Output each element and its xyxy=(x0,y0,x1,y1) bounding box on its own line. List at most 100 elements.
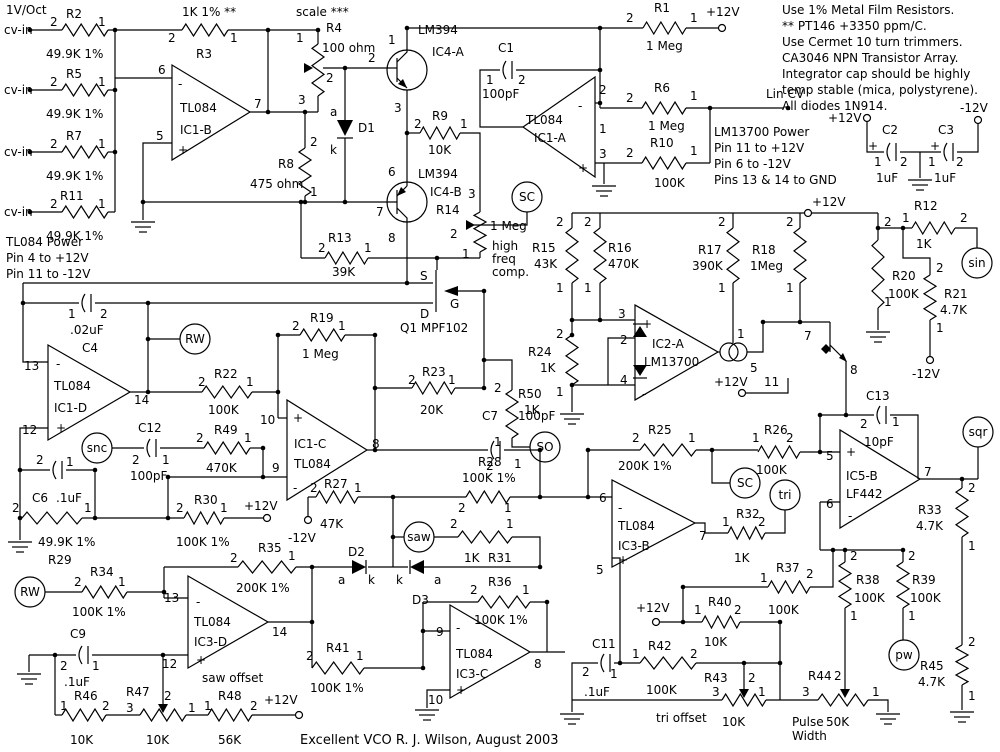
signal-sqr xyxy=(962,416,994,448)
r39-pin1: 1 xyxy=(908,609,916,623)
terminal-2 xyxy=(973,115,983,125)
resistor-R4 xyxy=(310,43,326,97)
ic5b-pin6: 6 xyxy=(826,497,834,511)
wire xyxy=(695,522,728,534)
r24-pin1: 1 xyxy=(556,385,564,399)
resistor-R50 xyxy=(504,389,520,439)
junction-dot-75 xyxy=(434,255,440,261)
junction-dot-37 xyxy=(92,515,98,521)
r47-pin2: 2 xyxy=(164,689,172,703)
r3-name: R3 xyxy=(196,47,212,61)
c2-pin2: 2 xyxy=(900,155,908,169)
resistor-R36 xyxy=(477,594,531,610)
p12v-6: +12V xyxy=(264,693,298,707)
r30-value: 100K 1% xyxy=(176,535,230,549)
r20-pin1: 1 xyxy=(884,295,892,309)
wire xyxy=(711,450,730,484)
r36-value: 100K 1% xyxy=(474,613,528,627)
ic1c-pin9: 9 xyxy=(272,461,280,475)
c12-pin1: 1 xyxy=(162,453,170,467)
r20-pin2: 2 xyxy=(884,215,892,229)
r27-name: R27 xyxy=(324,477,348,491)
r30-name: R30 xyxy=(194,493,218,507)
r29-value: 49.9K 1% xyxy=(38,535,95,549)
junction-dot-57 xyxy=(817,449,823,455)
junction-dot-63 xyxy=(597,317,603,323)
junction-dot-64 xyxy=(569,382,575,388)
ic1d-pin14: 14 xyxy=(134,393,149,407)
junction-dot-5 xyxy=(265,109,271,115)
wire xyxy=(511,438,530,448)
c6-pin1: 1 xyxy=(66,455,74,469)
c12-pin2: 2 xyxy=(132,453,140,467)
r40-pin2: 2 xyxy=(734,603,742,617)
r34-name: R34 xyxy=(90,565,114,579)
r4-pin3: 3 xyxy=(298,93,306,107)
r30-pin1: 1 xyxy=(220,501,228,515)
resistor-R24 xyxy=(564,334,580,386)
junction-dot-39 xyxy=(17,515,23,521)
r9-value: 10K xyxy=(428,143,452,157)
junction-dot-7 xyxy=(342,199,348,205)
ic1c-part: TL084 xyxy=(293,457,331,471)
r13-value: 39K xyxy=(332,265,356,279)
r7-value: 49.9K 1% xyxy=(46,169,103,183)
r14-name: R14 xyxy=(436,203,460,217)
r45-name: R45 xyxy=(920,659,944,673)
c3-name: C3 xyxy=(938,123,954,137)
capacitor-C4 xyxy=(81,293,86,313)
wire xyxy=(866,122,884,153)
junction-dot-36 xyxy=(92,467,98,473)
c9-value: .1uF xyxy=(64,675,90,689)
junction-dot-66 xyxy=(760,319,766,325)
r6-name: R6 xyxy=(654,81,670,95)
r2-pin2: 2 xyxy=(50,15,58,29)
r14-pin3: 3 xyxy=(468,187,476,201)
ic3b-part: TL084 xyxy=(617,519,655,533)
r11-name: R11 xyxy=(60,189,84,203)
tri-offset-label: tri offset xyxy=(656,711,707,725)
r4-wiper-arrow xyxy=(304,63,313,73)
r17-pin1: 1 xyxy=(718,281,726,295)
junction-dot-21 xyxy=(372,385,378,391)
r31-name: R31 xyxy=(488,551,512,565)
signal-label-pw: pw xyxy=(895,648,913,662)
junction-dot-6 xyxy=(342,65,348,71)
terminal-1 xyxy=(862,113,872,123)
r47-value: 10K xyxy=(146,733,170,747)
resistor-R30 xyxy=(183,510,225,526)
resistor-R37 xyxy=(767,579,811,595)
resistor-R29 xyxy=(21,511,83,525)
junction-dot-71 xyxy=(315,27,321,33)
d3-a: a xyxy=(434,573,441,587)
p12v-1: +12V xyxy=(706,5,740,19)
r28-name: R28 xyxy=(478,455,502,469)
d2-a: a xyxy=(338,573,345,587)
ic3d-minus: - xyxy=(196,595,200,609)
r14-value: 1 Meg xyxy=(490,219,527,233)
r11-pin1: 1 xyxy=(98,197,106,211)
r45-pin2: 2 xyxy=(968,635,976,649)
junction-dot-65 xyxy=(797,319,803,325)
resistor-R31 xyxy=(457,530,513,544)
r49-name: R49 xyxy=(214,423,238,437)
r23-pin1: 1 xyxy=(448,373,456,387)
signal-rw-1 xyxy=(179,323,211,355)
r18-value: 1Meg xyxy=(750,259,783,273)
ic1a-part: TL084 xyxy=(525,113,563,127)
p12v-2: +12V xyxy=(812,195,846,209)
junction-dot-24 xyxy=(481,385,487,391)
ic2a-pin11: 11 xyxy=(764,375,779,389)
d2-diode xyxy=(352,560,366,574)
r22-name: R22 xyxy=(214,367,238,381)
ic2a-part: LM13700 xyxy=(644,355,699,369)
ic2a-pin5: 5 xyxy=(750,361,758,375)
r12-pin1: 1 xyxy=(902,211,910,225)
resistor-R39 xyxy=(895,561,911,609)
r37-value: 100K xyxy=(768,603,800,617)
c7-value: 100pF xyxy=(518,409,556,423)
wire xyxy=(612,557,621,663)
r38-value: 100K xyxy=(854,591,886,605)
junction-dot-15 xyxy=(145,336,151,342)
